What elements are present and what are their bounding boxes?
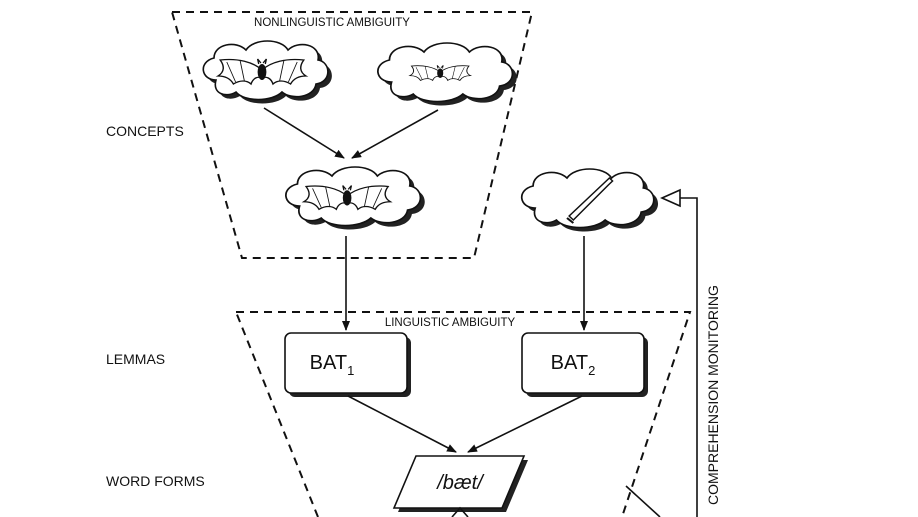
lemma-bat2-base: BAT (551, 352, 588, 374)
lemma-bat2-sub: 2 (588, 363, 595, 378)
lemma-bat1: BAT1 (284, 332, 411, 397)
concept-bat-animal-a (202, 40, 332, 104)
linguistic-ambiguity-region (235, 311, 692, 517)
arrow-concept-b-to-merged (351, 109, 439, 159)
concept-baseball-bat (520, 168, 659, 232)
comprehension-monitoring-arrowhead (660, 188, 681, 208)
word-forms-level-label: WORD FORMS (106, 473, 205, 489)
linguistic-ambiguity-label: LINGUISTIC AMBIGUITY (385, 317, 516, 329)
lemma-bat1-sub: 1 (347, 363, 354, 378)
svg-text:BAT2: BAT2 (551, 352, 596, 378)
word-form-box: /bæt/ (392, 455, 528, 512)
comprehension-monitoring-line (678, 197, 698, 517)
concept-bat-animal-merged (285, 166, 425, 230)
concept-bat-animal-b (377, 42, 517, 106)
nonlinguistic-ambiguity-region (170, 11, 534, 259)
lemmas-level-label: LEMMAS (106, 351, 165, 367)
nonlinguistic-ambiguity-label: NONLINGUISTIC AMBIGUITY (254, 17, 410, 29)
word-form-outgoing-arrow (451, 506, 469, 517)
arrow-concept-a-to-merged (263, 107, 345, 159)
comprehension-monitoring-label: COMPREHENSION MONITORING (705, 285, 721, 505)
word-form-text: /bæt/ (435, 472, 485, 494)
arrow-bat1-to-wordform (347, 395, 457, 453)
feedback-diagonal (625, 485, 661, 517)
lemma-bat2: BAT2 (521, 332, 648, 397)
concepts-level-label: CONCEPTS (106, 123, 184, 139)
baseball-bat-icon (566, 177, 614, 224)
lemma-bat1-base: BAT (310, 352, 347, 374)
arrow-bat2-to-wordform (467, 395, 583, 453)
svg-text:BAT1: BAT1 (310, 352, 355, 378)
